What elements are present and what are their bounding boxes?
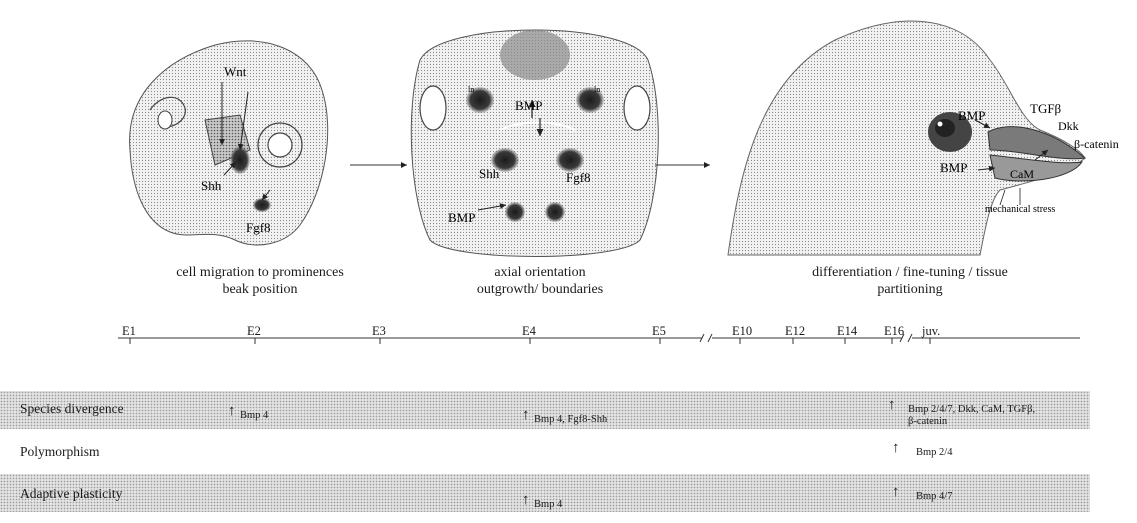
timeline-tick-label: E5 — [652, 324, 666, 339]
dkk-label: Dkk — [1058, 119, 1079, 133]
row-label-adaptive-plasticity: Adaptive plasticity — [20, 486, 122, 502]
marker-text: Bmp 4, Fgf8-Shh — [522, 414, 607, 426]
timeline-tick-label: E2 — [247, 324, 261, 339]
row-label-species-divergence: Species divergence — [20, 401, 124, 417]
wnt-label: Wnt — [224, 64, 247, 79]
embryo-stage1-illustration: Wnt Shh Fgf8 — [130, 41, 328, 245]
fgf8-label-stage2: Fgf8 — [566, 170, 591, 185]
stage-illustrations: Wnt Shh Fgf8 ln ln BMP Shh Fgf8 BMP — [0, 0, 1137, 300]
up-arrow-icon: ↑ — [892, 442, 900, 454]
bmp-label-stage3-bottom: BMP — [940, 160, 967, 175]
bmp-label-stage3-top: BMP — [958, 108, 985, 123]
timeline-tick-label: E12 — [785, 324, 805, 339]
fgf8-label-stage1: Fgf8 — [246, 220, 271, 235]
marker-species-e2: ↑ Bmp 4 — [228, 410, 268, 422]
timeline-tick-label: E10 — [732, 324, 752, 339]
mechanical-stress-label: mechanical stress — [985, 204, 1055, 215]
shh-label-stage2: Shh — [479, 166, 500, 181]
marker-plasticity-e16: ↑ Bmp 4/7 — [892, 491, 952, 503]
shh-label-stage1: Shh — [201, 178, 222, 193]
cam-label: CaM — [1010, 167, 1034, 181]
ln-label-left: ln — [468, 85, 474, 94]
timeline-tick-label: E4 — [522, 324, 536, 339]
stage2-caption: axial orientation outgrowth/ boundaries — [420, 264, 660, 298]
timeline-axis — [0, 320, 1137, 360]
bcatenin-label: β-catenin — [1074, 137, 1119, 151]
marker-text: Bmp 2/4/7, Dkk, CaM, TGFβ, — [888, 404, 1035, 416]
bmp-label-stage2-top: BMP — [515, 98, 542, 113]
marker-plasticity-e4: ↑ Bmp 4 — [522, 499, 562, 511]
timeline-tick-label: E16 — [884, 324, 904, 339]
stage1-caption-line1: cell migration to prominences — [130, 264, 390, 281]
up-arrow-icon: ↑ — [522, 494, 530, 506]
up-arrow-icon: ↑ — [522, 409, 530, 421]
timeline-tick-label: E14 — [837, 324, 857, 339]
marker-polymorphism-e16: ↑ Bmp 2/4 — [892, 447, 952, 459]
bmp-label-stage2-bottom: BMP — [448, 210, 475, 225]
stage3-caption: differentiation / fine-tuning / tissue p… — [745, 264, 1075, 298]
stage2-caption-line2: outgrowth/ boundaries — [420, 281, 660, 298]
timeline-tick-label: E1 — [122, 324, 136, 339]
timeline-tick-label: E3 — [372, 324, 386, 339]
stage3-caption-line1: differentiation / fine-tuning / tissue — [745, 264, 1075, 281]
stage2-caption-line1: axial orientation — [420, 264, 660, 281]
marker-text-continued: β-catenin — [888, 416, 947, 428]
face-stage2-illustration: ln ln BMP Shh Fgf8 BMP — [411, 30, 658, 257]
stage1-caption: cell migration to prominences beak posit… — [130, 264, 390, 298]
stage1-caption-line2: beak position — [130, 281, 390, 298]
stage3-caption-line2: partitioning — [745, 281, 1075, 298]
marker-species-e4: ↑ Bmp 4, Fgf8-Shh — [522, 414, 607, 426]
row-label-polymorphism: Polymorphism — [20, 444, 100, 460]
marker-species-e16: ↑ Bmp 2/4/7, Dkk, CaM, TGFβ, β-catenin — [888, 404, 1035, 428]
up-arrow-icon: ↑ — [228, 405, 236, 417]
marker-text: Bmp 4/7 — [892, 491, 952, 503]
timeline-tick-label: juv. — [922, 324, 940, 339]
bird-head-stage3-illustration: BMP TGFβ Dkk β-catenin CaM BMP mechanica… — [728, 21, 1119, 255]
up-arrow-icon: ↑ — [888, 399, 896, 411]
marker-text: Bmp 2/4 — [892, 447, 952, 459]
tgfb-label: TGFβ — [1030, 101, 1062, 116]
up-arrow-icon: ↑ — [892, 486, 900, 498]
ln-label-right: ln — [594, 85, 600, 94]
axis-break-1 — [700, 334, 712, 342]
